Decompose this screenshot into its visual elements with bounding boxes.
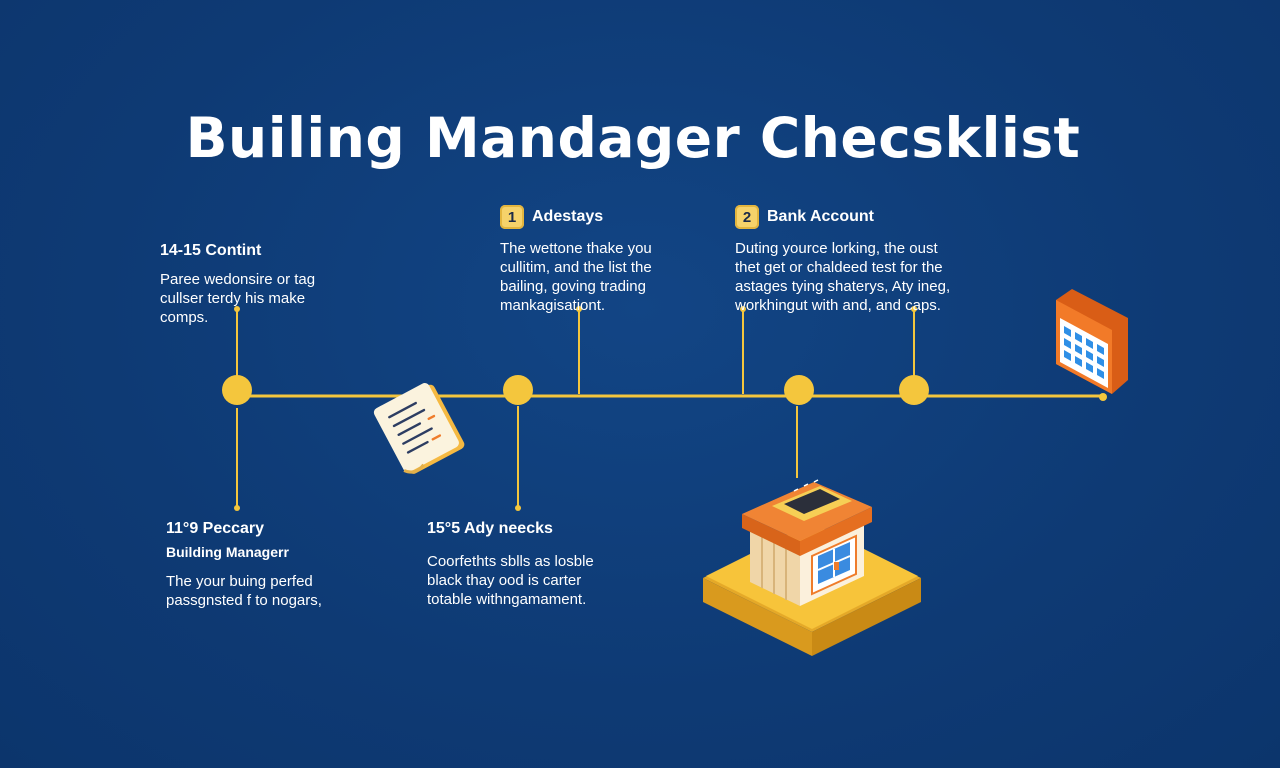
step-body: Duting yource lorking, the oust thet get… [735,240,951,314]
step-body: The wettone thake you cullitim, and the … [500,240,652,314]
step-heading: 11°9 Peccary [166,520,265,537]
step-peccary: 11°9 Peccary Building Managerr The your … [166,520,322,610]
building-icon [703,479,921,656]
step-bank-account: 2 Bank Account Duting yource lorking, th… [735,205,950,315]
step-heading: 14-15 Contint [160,242,262,259]
step-subheading: Building Managerr [166,544,289,560]
step-body: Coorfethts sblls as losble black thay oo… [427,553,594,608]
step-body: The your buing perfed passgnsted f to no… [166,573,322,609]
step-contint: 14-15 Contint Paree wedonsire or tag cul… [160,242,315,327]
milestone-node [503,375,533,405]
step-ady-neecks: 15°5 Ady neecks Coorfethts sblls as losb… [427,520,594,609]
milestone-node [899,375,929,405]
timeline-connectors [236,309,915,508]
document-icon [373,383,465,474]
page-title: Builing Mandager Checsklist [185,106,1081,170]
step-heading: 1 Adestays [500,205,652,229]
step-body: Paree wedonsire or tag cullser terdy his… [160,271,316,326]
step-heading: 2 Bank Account [735,205,950,229]
timeline-end-dot [1099,393,1107,401]
step-number-badge: 2 [735,205,759,229]
milestone-node [222,375,252,405]
milestone-node [784,375,814,405]
step-adestays: 1 Adestays The wettone thake you culliti… [500,205,652,315]
step-heading: 15°5 Ady neecks [427,520,553,537]
calendar-icon [1056,289,1128,394]
step-title: Bank Account [767,208,874,225]
step-title: Adestays [532,208,604,225]
step-number-badge: 1 [500,205,524,229]
